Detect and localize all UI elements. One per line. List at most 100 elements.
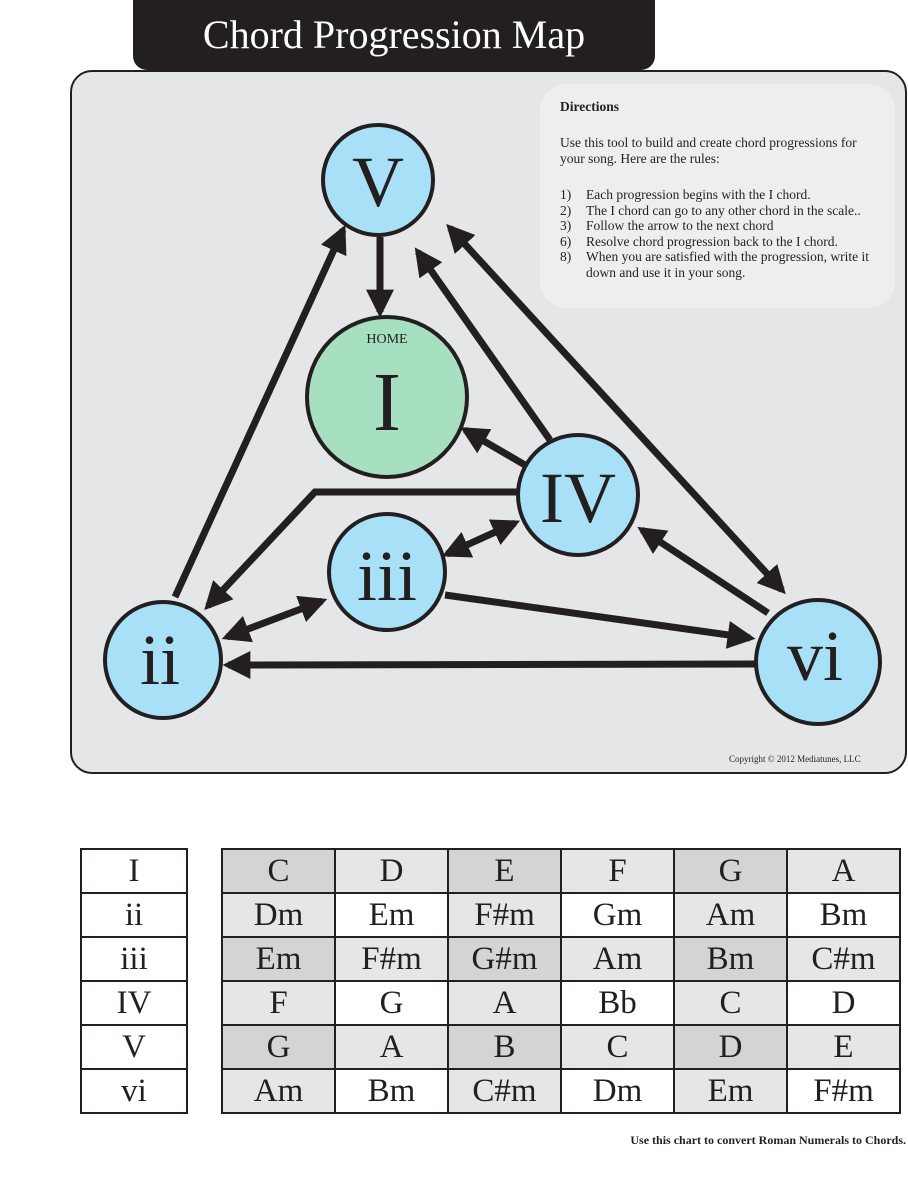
chord-cell: C [560, 1024, 675, 1070]
rule-number: 2) [560, 202, 572, 218]
chord-cell: C [221, 848, 336, 894]
rule-text: When you are satisfied with the progress… [586, 249, 870, 280]
numeral-cell: V [80, 1024, 188, 1070]
chord-cell: Bm [786, 892, 901, 938]
chord-cell: Em [221, 936, 336, 982]
rule-item: 1) Each progression begins with the I ch… [560, 187, 890, 203]
rule-text: The I chord can go to any other chord in… [586, 202, 861, 218]
rule-item: 8) When you are satisfied with the progre… [560, 249, 890, 280]
chord-cell: G [221, 1024, 336, 1070]
arrow-vi-to-iv [637, 526, 770, 616]
node-v-label: V [352, 142, 404, 222]
rule-text: Resolve chord progression back to the I … [586, 233, 838, 249]
chord-cell: E [786, 1024, 901, 1070]
chord-cell: A [786, 848, 901, 894]
directions-box: Directions Use this tool to build and cr… [540, 84, 895, 308]
numeral-cell: I [80, 848, 188, 894]
copyright: Copyright © 2012 Mediatunes, LLC [729, 754, 861, 764]
node-ii[interactable] [103, 600, 223, 720]
rule-number: 8) [560, 249, 572, 265]
node-iv-label: IV [540, 458, 616, 538]
numeral-cell: vi [80, 1068, 188, 1114]
node-iii-label: iii [357, 536, 417, 616]
chord-cell: F#m [447, 892, 562, 938]
chord-cell: D [673, 1024, 788, 1070]
chord-cell: F [221, 980, 336, 1026]
chord-cell: G [673, 848, 788, 894]
node-i-label: I [373, 356, 401, 449]
chord-cell: Am [560, 936, 675, 982]
arrow-vi-to-ii [222, 650, 757, 679]
chord-cell: F [560, 848, 675, 894]
numeral-row: V [80, 1024, 188, 1070]
chord-cell: Em [334, 892, 449, 938]
chord-cell: Em [673, 1068, 788, 1114]
rule-number: 3) [560, 218, 572, 234]
arrow-iii-to-vi [444, 591, 756, 649]
rules-list: 1) Each progression begins with the I ch… [560, 187, 890, 281]
chord-cell: Dm [221, 892, 336, 938]
arrow-iv-to-ii [204, 488, 518, 611]
chord-cell: Bb [560, 980, 675, 1026]
chord-cell: F#m [334, 936, 449, 982]
rule-number: 1) [560, 187, 572, 202]
rule-item: 6) Resolve chord progression back to the … [560, 234, 890, 250]
numeral-cell: iii [80, 936, 188, 982]
rule-number: 6) [560, 233, 572, 249]
numeral-row: IV [80, 980, 188, 1026]
numeral-row: I [80, 848, 188, 894]
node-iv[interactable] [516, 433, 640, 557]
chord-cell: E [447, 848, 562, 894]
chord-cell: C [673, 980, 788, 1026]
chord-cell: Am [221, 1068, 336, 1114]
numeral-row: iii [80, 936, 188, 982]
rule-text: Follow the arrow to the next chord [586, 218, 774, 234]
numeral-cell: ii [80, 892, 188, 938]
page-title: Chord Progression Map [133, 0, 655, 70]
numeral-cell: IV [80, 980, 188, 1026]
numeral-row: vi [80, 1068, 188, 1114]
node-ii-label: ii [140, 620, 180, 700]
arrow-ii-iii [221, 595, 328, 643]
rule-item: 2) The I chord can go to any other chord … [560, 203, 890, 219]
rule-text: Each progression begins with the I chord… [586, 187, 811, 202]
node-v[interactable] [321, 123, 435, 237]
chord-cell: Gm [560, 892, 675, 938]
chord-cell: Bm [334, 1068, 449, 1114]
chord-cell: Am [673, 892, 788, 938]
chord-cell: D [786, 980, 901, 1026]
chord-cell: A [447, 980, 562, 1026]
arrow-ii-to-v [171, 224, 347, 599]
chord-cell: Bm [673, 936, 788, 982]
arrow-iii-iv [441, 519, 521, 558]
rule-item: 3) Follow the arrow to the next chord [560, 218, 890, 234]
table-note: Use this chart to convert Roman Numerals… [630, 1133, 906, 1147]
chord-cell: A [334, 1024, 449, 1070]
numeral-row: ii [80, 892, 188, 938]
node-iii[interactable] [327, 512, 447, 632]
arrow-iv-to-i [460, 426, 527, 469]
arrow-vi-v [446, 223, 786, 595]
chord-cell: D [334, 848, 449, 894]
home-label: HOME [366, 332, 407, 347]
chord-cell: B [447, 1024, 562, 1070]
chord-cell: G [334, 980, 449, 1026]
node-i[interactable] [305, 315, 469, 479]
node-vi[interactable] [754, 598, 882, 726]
chord-cell: C#m [786, 936, 901, 982]
chord-cell: F#m [786, 1068, 901, 1114]
directions-heading: Directions [560, 99, 619, 114]
chord-cell: Dm [560, 1068, 675, 1114]
chord-cell: C#m [447, 1068, 562, 1114]
node-vi-label: vi [787, 616, 843, 696]
chord-map-diagram: V HOME I IV iii ii vi [103, 123, 882, 726]
chord-cell: G#m [447, 936, 562, 982]
